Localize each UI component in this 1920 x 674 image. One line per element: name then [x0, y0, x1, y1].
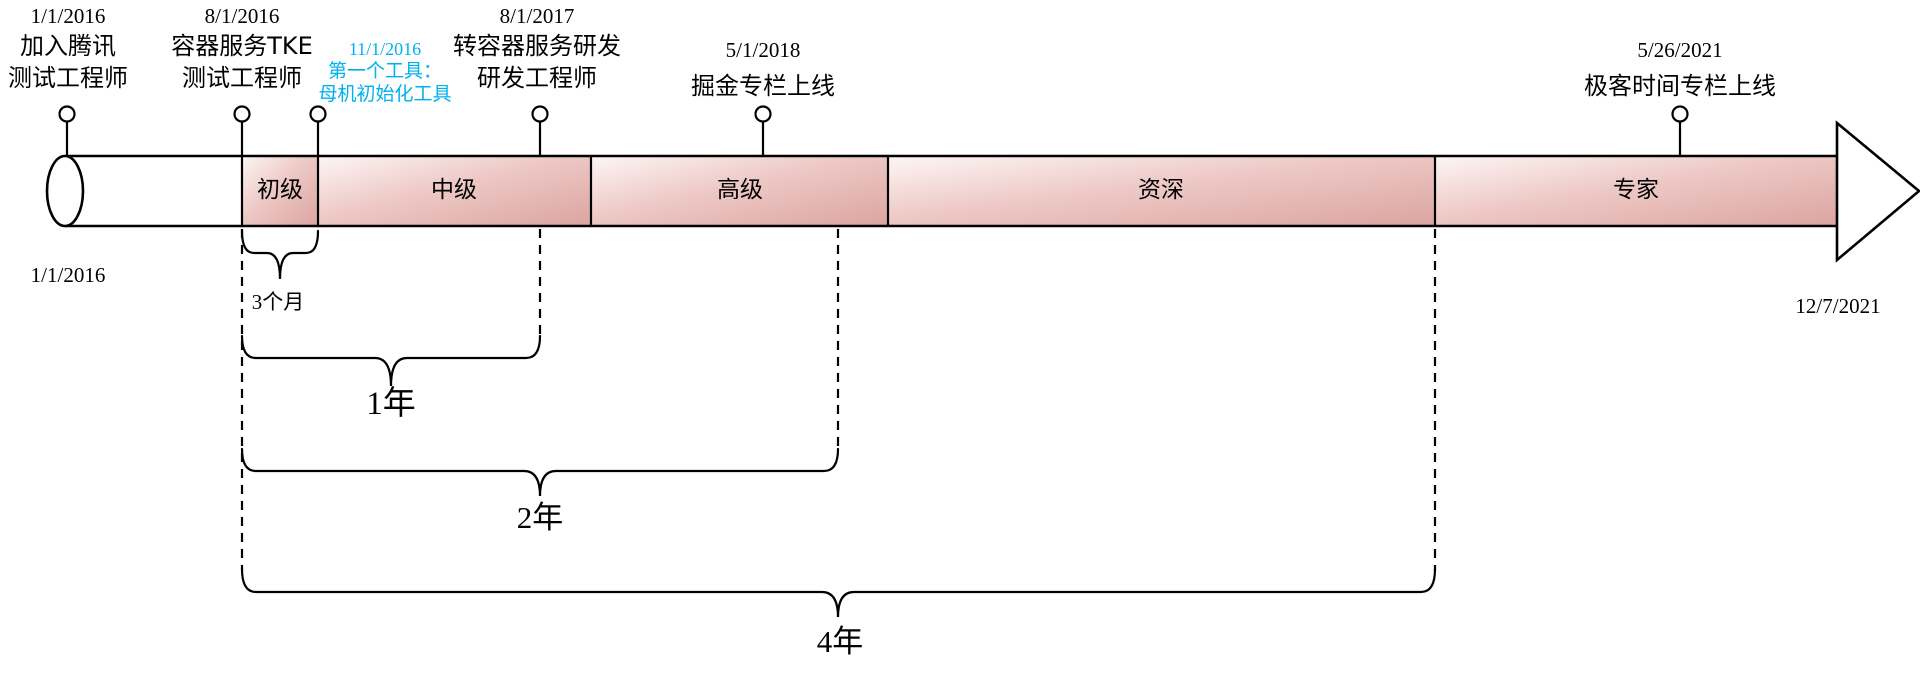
milestone-dev-engineer: 8/1/2017 转容器服务研发 研发工程师: [453, 2, 621, 94]
milestone-date: 5/1/2018: [725, 38, 801, 62]
segment-label-junior: 初级: [257, 177, 303, 203]
segment-label-senior: 高级: [717, 177, 763, 203]
marker-dev-engineer: [531, 105, 549, 123]
segment-expert: [1435, 156, 1838, 226]
timeline-end-date: 12/7/2021: [1795, 294, 1881, 318]
brace-4years: [240, 567, 1437, 618]
segment-label-intermediate: 中级: [431, 177, 477, 203]
timeline-bar-outline: [65, 154, 1838, 228]
marker-first-tool: [309, 105, 327, 123]
duration-label-3months: 3个月: [251, 290, 305, 314]
milestone-first-tool: 11/1/2016 第一个工具： 母机初始化工具: [318, 38, 451, 106]
segment-intermediate: [318, 156, 591, 226]
milestone-juejin-column: 5/1/2018 掘金专栏上线: [691, 36, 835, 102]
duration-label-2years: 2年: [516, 500, 564, 535]
milestone-text: 第一个工具：: [327, 60, 443, 82]
segment-veteran: [888, 156, 1435, 226]
milestone-tke-tester: 8/1/2016 容器服务TKE 测试工程师: [171, 2, 313, 94]
milestone-date: 11/1/2016: [348, 39, 422, 59]
milestone-text: 容器服务TKE: [171, 32, 313, 60]
milestone-join-tencent: 1/1/2016 加入腾讯 测试工程师: [8, 2, 128, 94]
segment-label-veteran: 资深: [1138, 177, 1184, 203]
brace-1year: [240, 334, 542, 387]
duration-braces: [240, 229, 1437, 618]
milestone-text: 研发工程师: [477, 64, 597, 92]
marker-join-tencent: [58, 105, 76, 123]
segment-label-expert: 专家: [1613, 177, 1659, 203]
milestone-text: 转容器服务研发: [453, 32, 621, 60]
brace-2years: [240, 447, 840, 497]
milestone-markers: [58, 105, 1689, 123]
milestone-text: 测试工程师: [182, 64, 302, 92]
duration-label-4years: 4年: [816, 624, 864, 659]
milestone-stems: [65, 122, 1682, 156]
cylinder-cap: [45, 154, 85, 228]
milestone-date: 8/1/2016: [204, 4, 280, 28]
milestone-text: 加入腾讯: [20, 32, 116, 60]
milestone-text: 母机初始化工具: [318, 83, 452, 105]
milestone-text: 掘金专栏上线: [691, 72, 835, 100]
marker-geektime-column: [1671, 105, 1689, 123]
timeline-start-date: 1/1/2016: [30, 263, 106, 287]
milestone-date: 1/1/2016: [30, 4, 106, 28]
brace-3months: [240, 229, 320, 280]
segment-dividers: [240, 156, 1437, 226]
duration-label-1year: 1年: [366, 386, 416, 422]
milestone-date: 8/1/2017: [499, 4, 575, 28]
milestone-text: 极客时间专栏上线: [1584, 72, 1776, 100]
marker-juejin-column: [754, 105, 772, 123]
marker-tke-tester: [233, 105, 251, 123]
segment-junior: [242, 156, 318, 226]
milestone-text: 测试工程师: [8, 64, 128, 92]
arrow-head: [1835, 120, 1920, 263]
milestone-date: 5/26/2021: [1637, 38, 1723, 62]
dashed-guides: [240, 229, 1437, 571]
segment-senior: [591, 156, 888, 226]
milestone-geektime-column: 5/26/2021 极客时间专栏上线: [1584, 36, 1776, 102]
